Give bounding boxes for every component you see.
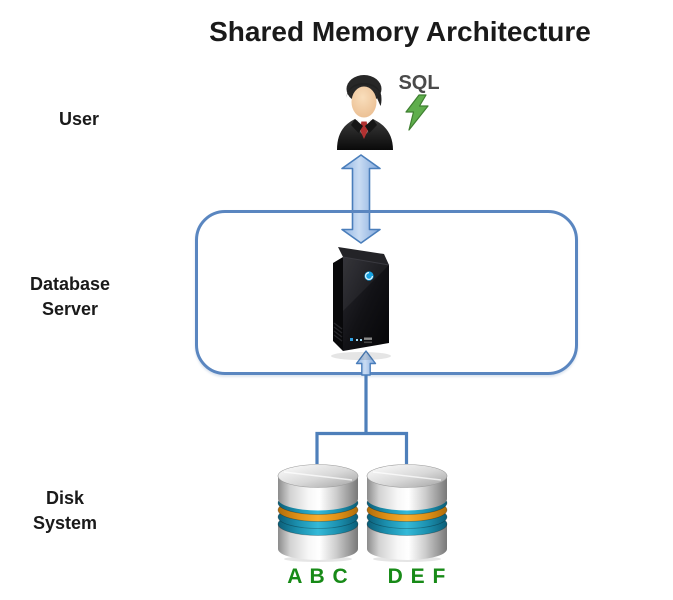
label-database-line2: Server	[41, 299, 99, 319]
lightning-bolt-icon	[405, 94, 429, 131]
label-disk-line1: Disk	[45, 488, 85, 508]
business-user-icon	[337, 75, 393, 150]
label-disk-line2: System	[32, 513, 98, 533]
label-user: User	[58, 109, 100, 129]
double-headed-arrow-icon	[341, 154, 381, 244]
server-tower-icon	[331, 247, 391, 360]
page-title: Shared Memory Architecture	[209, 16, 591, 47]
label-disk-system: Disk System	[15, 486, 115, 536]
up-arrow-icon	[355, 350, 377, 376]
label-database-server: Database Server	[20, 272, 120, 322]
sql-label: SQL	[398, 72, 440, 94]
disk-label-def: D E F	[387, 565, 447, 588]
disk-label-abc: A B C	[287, 565, 349, 588]
database-server-box	[195, 210, 578, 375]
disk-cylinder-left-icon	[277, 464, 359, 562]
label-database-line1: Database	[29, 274, 111, 294]
disk-cylinder-right-icon	[366, 464, 448, 562]
